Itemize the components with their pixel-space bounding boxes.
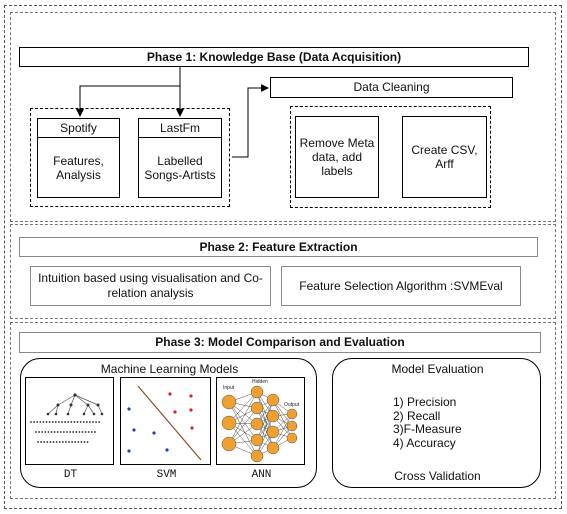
- phase2-title: Phase 2: Feature Extraction: [19, 237, 538, 257]
- ann-input-label: Input: [223, 385, 235, 391]
- ann-output-label: Output: [284, 402, 300, 408]
- phase1-title: Phase 1: Knowledge Base (Data Acquisitio…: [19, 47, 529, 67]
- data-cleaning-box: Data Cleaning: [270, 77, 513, 98]
- phase3-section: [10, 322, 556, 499]
- metric-item: 4) Accuracy: [393, 435, 456, 450]
- lastfm-body: Labelled Songs-Artists: [144, 154, 216, 182]
- lastfm-box: LastFm Labelled Songs-Artists: [138, 118, 222, 198]
- ann-label: ANN: [251, 469, 272, 481]
- outer-frame: [4, 5, 562, 509]
- create-csv-box: Create CSV, Arff: [402, 116, 487, 198]
- metric-item: 3)F-Measure: [393, 422, 462, 436]
- svm-label: SVM: [156, 469, 177, 481]
- metric-item: 1) Precision: [393, 395, 457, 409]
- decision-tree-diagram: [30, 393, 104, 443]
- lastfm-header: LastFm: [139, 119, 221, 138]
- spotify-box: Spotify Features, Analysis: [37, 118, 120, 198]
- cross-validation-label: Cross Validation: [394, 469, 481, 483]
- ann-panel: Input Hidden Output ANN: [216, 377, 305, 481]
- dt-label: DT: [63, 469, 78, 481]
- feature-selection-box: Feature Selection Algorithm :SVMEval: [281, 266, 521, 306]
- arrow-to-cleaning: [232, 84, 269, 158]
- dt-panel: DT: [25, 377, 114, 481]
- model-evaluation-box: Model Evaluation 1) Precision 2) Recall …: [332, 358, 541, 488]
- cleaning-group: [290, 106, 491, 208]
- metrics-list: 1) Precision 2) Recall 3)F-Measure 4) Ac…: [393, 395, 513, 450]
- remove-meta-box: Remove Meta data, add labels: [295, 116, 379, 198]
- ann-hidden-label: Hidden: [252, 379, 268, 385]
- sources-group: [30, 108, 230, 207]
- spotify-header: Spotify: [38, 119, 119, 138]
- ml-models-title: Machine Learning Models: [100, 362, 239, 376]
- arrow-to-spotify: [76, 67, 181, 117]
- svm-diagram: [127, 385, 202, 461]
- ann-diagram: Input Hidden Output: [221, 379, 300, 463]
- phase1-section: [10, 12, 556, 222]
- intuition-box: Intuition based using visualisation and …: [30, 266, 271, 306]
- phase2-section: [10, 224, 556, 319]
- metric-item: 2) Recall: [393, 408, 441, 423]
- svm-panel: SVM: [120, 377, 211, 481]
- model-evaluation-title: Model Evaluation: [391, 362, 484, 376]
- phase3-title: Phase 3: Model Comparison and Evaluation: [19, 332, 541, 353]
- spotify-body: Features, Analysis: [53, 154, 104, 182]
